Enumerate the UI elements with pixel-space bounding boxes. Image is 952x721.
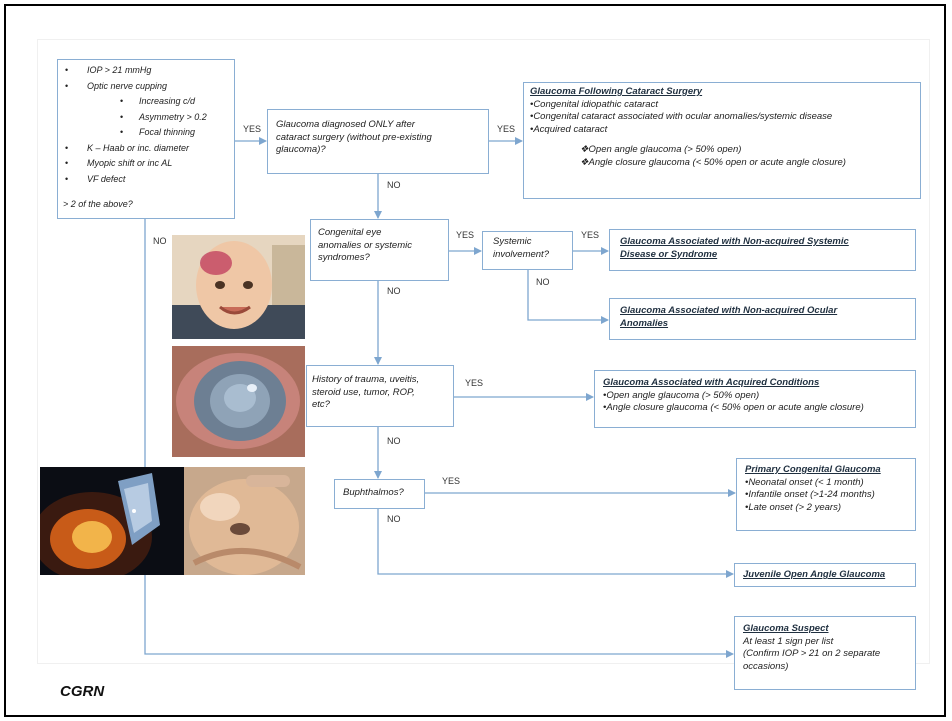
result-title: Juvenile Open Angle Glaucoma	[743, 569, 907, 582]
result-acquired-conditions: Glaucoma Associated with Acquired Condit…	[594, 370, 916, 428]
child-exam-photo	[184, 467, 305, 575]
result-title: Primary Congenital Glaucoma	[745, 464, 907, 477]
result-line: (Confirm IOP > 21 on 2 separate	[743, 648, 907, 661]
result-glaucoma-suspect: Glaucoma Suspect At least 1 sign per lis…	[734, 616, 916, 690]
bullet: •	[120, 95, 123, 108]
criterion-myopic: Myopic shift or inc AL	[87, 157, 172, 170]
result-line: •Infantile onset (>1-24 months)	[745, 489, 907, 502]
result-line: •Open angle glaucoma (> 50% open)	[603, 390, 907, 403]
result-line: •Acquired cataract	[530, 124, 914, 137]
infant-face-photo	[172, 235, 305, 339]
bullet: •	[65, 142, 68, 155]
criteria-box: • IOP > 21 mmHg • Optic nerve cupping • …	[57, 59, 235, 219]
no-label: NO	[387, 514, 401, 524]
criterion-iop: IOP > 21 mmHg	[87, 64, 151, 77]
no-label: NO	[387, 180, 401, 190]
criterion-thinning: Focal thinning	[139, 126, 195, 139]
q1-line: cataract surgery (without pre-existing	[276, 132, 480, 145]
result-primary-congenital: Primary Congenital Glaucoma •Neonatal on…	[736, 458, 916, 531]
q3-line: History of trauma, uveitis,	[312, 374, 448, 387]
question-systemic-involvement: Systemic involvement?	[482, 231, 573, 270]
criterion-asymmetry: Asymmetry > 0.2	[139, 111, 207, 124]
q1-line: Glaucoma diagnosed ONLY after	[276, 119, 480, 132]
spacer	[530, 136, 914, 144]
no-label: NO	[153, 236, 167, 246]
criteria-question: > 2 of the above?	[63, 198, 133, 211]
result-line: •Congenital idiopathic cataract	[530, 99, 914, 112]
yes-label: YES	[497, 124, 515, 134]
criterion-vf: VF defect	[87, 173, 125, 186]
result-title: Glaucoma Associated with Acquired Condit…	[603, 377, 907, 390]
q2b-line: involvement?	[493, 249, 562, 262]
bullet: •	[65, 80, 68, 93]
result-line: ❖Angle closure glaucoma (< 50% open or a…	[530, 157, 914, 170]
result-title: Disease or Syndrome	[620, 249, 905, 262]
yes-label: YES	[581, 230, 599, 240]
q2-line: syndromes?	[318, 252, 441, 265]
bullet: •	[65, 157, 68, 170]
criterion-cd: Increasing c/d	[139, 95, 195, 108]
yes-label: YES	[243, 124, 261, 134]
result-cataract-surgery: Glaucoma Following Cataract Surgery •Con…	[523, 82, 921, 199]
bullet: •	[120, 111, 123, 124]
q3-line: steroid use, tumor, ROP,	[312, 387, 448, 400]
result-line: •Late onset (> 2 years)	[745, 502, 907, 515]
result-line: •Neonatal onset (< 1 month)	[745, 477, 907, 490]
q3-line: etc?	[312, 399, 448, 412]
yes-label: YES	[465, 378, 483, 388]
yes-label: YES	[442, 476, 460, 486]
bullet: •	[65, 173, 68, 186]
result-title: Anomalies	[620, 318, 905, 331]
result-title: Glaucoma Associated with Non-acquired Oc…	[620, 305, 905, 318]
q4-line: Buphthalmos?	[343, 487, 416, 500]
slit-lamp-photo	[40, 467, 184, 575]
cloudy-cornea-photo	[172, 346, 305, 457]
result-ocular-anomalies: Glaucoma Associated with Non-acquired Oc…	[609, 298, 916, 340]
q2-line: anomalies or systemic	[318, 240, 441, 253]
criterion-cupping: Optic nerve cupping	[87, 80, 167, 93]
no-label: NO	[387, 286, 401, 296]
result-title: Glaucoma Associated with Non-acquired Sy…	[620, 236, 905, 249]
criterion-haab: K – Haab or inc. diameter	[87, 142, 189, 155]
result-juvenile-open-angle: Juvenile Open Angle Glaucoma	[734, 563, 916, 587]
result-line: At least 1 sign per list	[743, 636, 907, 649]
result-line: •Congenital cataract associated with ocu…	[530, 111, 914, 124]
cgrn-watermark: CGRN	[60, 683, 104, 700]
question-cataract-surgery: Glaucoma diagnosed ONLY after cataract s…	[267, 109, 489, 174]
bullet: •	[65, 64, 68, 77]
q1-line: glaucoma)?	[276, 144, 480, 157]
result-line: ❖Open angle glaucoma (> 50% open)	[530, 144, 914, 157]
no-label: NO	[536, 277, 550, 287]
result-systemic-disease: Glaucoma Associated with Non-acquired Sy…	[609, 229, 916, 271]
result-line: •Angle closure glaucoma (< 50% open or a…	[603, 402, 907, 415]
result-title: Glaucoma Suspect	[743, 623, 907, 636]
question-history-trauma: History of trauma, uveitis, steroid use,…	[306, 365, 454, 427]
result-title: Glaucoma Following Cataract Surgery	[530, 86, 914, 99]
yes-label: YES	[456, 230, 474, 240]
question-congenital-anomalies: Congenital eye anomalies or systemic syn…	[310, 219, 449, 281]
bullet: •	[120, 126, 123, 139]
result-line: occasions)	[743, 661, 907, 674]
q2-line: Congenital eye	[318, 227, 441, 240]
q2b-line: Systemic	[493, 236, 562, 249]
no-label: NO	[387, 436, 401, 446]
question-buphthalmos: Buphthalmos?	[334, 479, 425, 509]
